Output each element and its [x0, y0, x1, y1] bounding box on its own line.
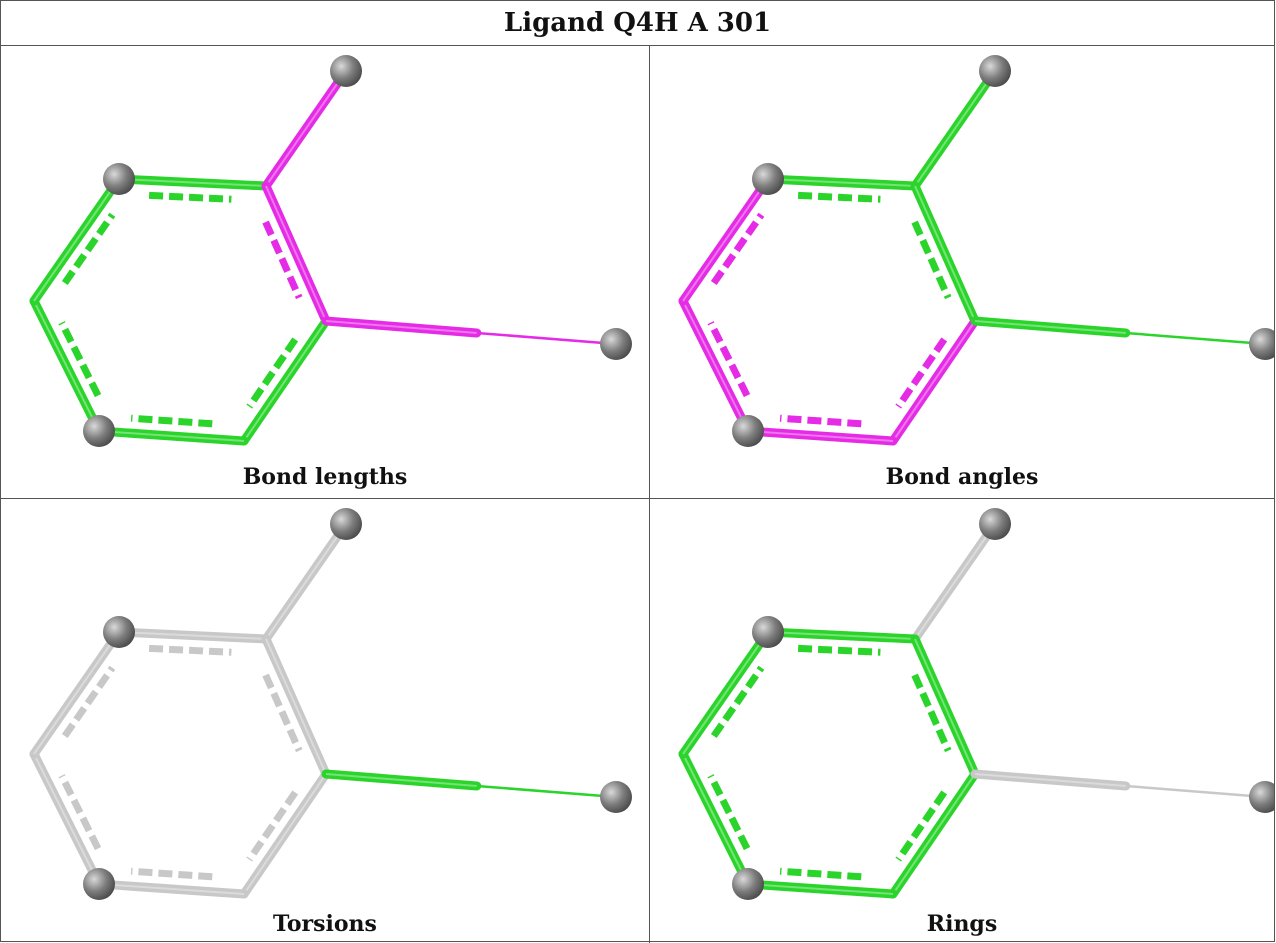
atom-sphere	[732, 415, 764, 447]
bond-ext-right	[321, 769, 617, 799]
bond-r61	[678, 627, 773, 759]
bond-r12	[114, 174, 271, 203]
bond-r23	[910, 634, 980, 779]
bond-r56	[678, 749, 753, 889]
bond-r56	[29, 749, 104, 889]
bond-r12	[763, 627, 920, 656]
panel-rings: Rings	[650, 499, 1274, 942]
panel-bond-angles: Bond angles	[650, 46, 1274, 498]
bond-r45	[743, 414, 898, 446]
atom-sphere	[1249, 328, 1274, 360]
atom-sphere	[752, 163, 784, 195]
atom-sphere	[979, 55, 1011, 87]
atom-sphere	[1249, 781, 1274, 813]
bond-r23	[261, 181, 331, 326]
bond-ext-right	[321, 316, 617, 346]
molecule-view	[678, 55, 1274, 447]
bond-r61	[29, 174, 124, 306]
bond-r23	[261, 634, 331, 779]
bond-ext-top	[261, 66, 351, 191]
atom-sphere	[103, 163, 135, 195]
bond-r12	[763, 174, 920, 203]
bond-ext-top	[910, 66, 1000, 191]
atom-sphere	[330, 508, 362, 540]
bond-r45	[94, 867, 249, 899]
bond-r34	[239, 316, 331, 446]
atom-sphere	[83, 868, 115, 900]
panel-caption: Bond angles	[885, 464, 1039, 490]
atom-sphere	[732, 868, 764, 900]
atom-sphere	[330, 55, 362, 87]
bond-r34	[239, 769, 331, 899]
bond-r23	[910, 181, 980, 326]
panel-torsions: Torsions	[1, 499, 649, 942]
bond-r56	[678, 296, 753, 436]
atom-sphere	[979, 508, 1011, 540]
bond-r34	[888, 316, 980, 446]
atom-sphere	[600, 781, 632, 813]
bond-r45	[743, 867, 898, 899]
molecule-view	[29, 55, 632, 447]
bond-ext-right	[970, 769, 1266, 799]
bond-ext-top	[910, 519, 1000, 644]
panel-caption: Rings	[926, 911, 998, 937]
atom-sphere	[103, 616, 135, 648]
bond-r45	[94, 414, 249, 446]
panel-caption: Torsions	[273, 911, 377, 937]
panel-caption: Bond lengths	[242, 464, 408, 490]
bond-r56	[29, 296, 104, 436]
bond-r61	[678, 174, 773, 306]
bond-ext-top	[261, 519, 351, 644]
molecule-view	[29, 508, 632, 900]
atom-sphere	[752, 616, 784, 648]
atom-sphere	[600, 328, 632, 360]
table-title: Ligand Q4H A 301	[1, 1, 1274, 46]
row-divider	[1, 498, 1274, 499]
bond-r12	[114, 627, 271, 656]
bond-ext-right	[970, 316, 1266, 346]
bond-r34	[888, 769, 980, 899]
atom-sphere	[83, 415, 115, 447]
bond-r61	[29, 627, 124, 759]
panel-bond-lengths: Bond lengths	[1, 46, 649, 498]
column-divider	[649, 45, 650, 943]
molecule-view	[678, 508, 1274, 900]
